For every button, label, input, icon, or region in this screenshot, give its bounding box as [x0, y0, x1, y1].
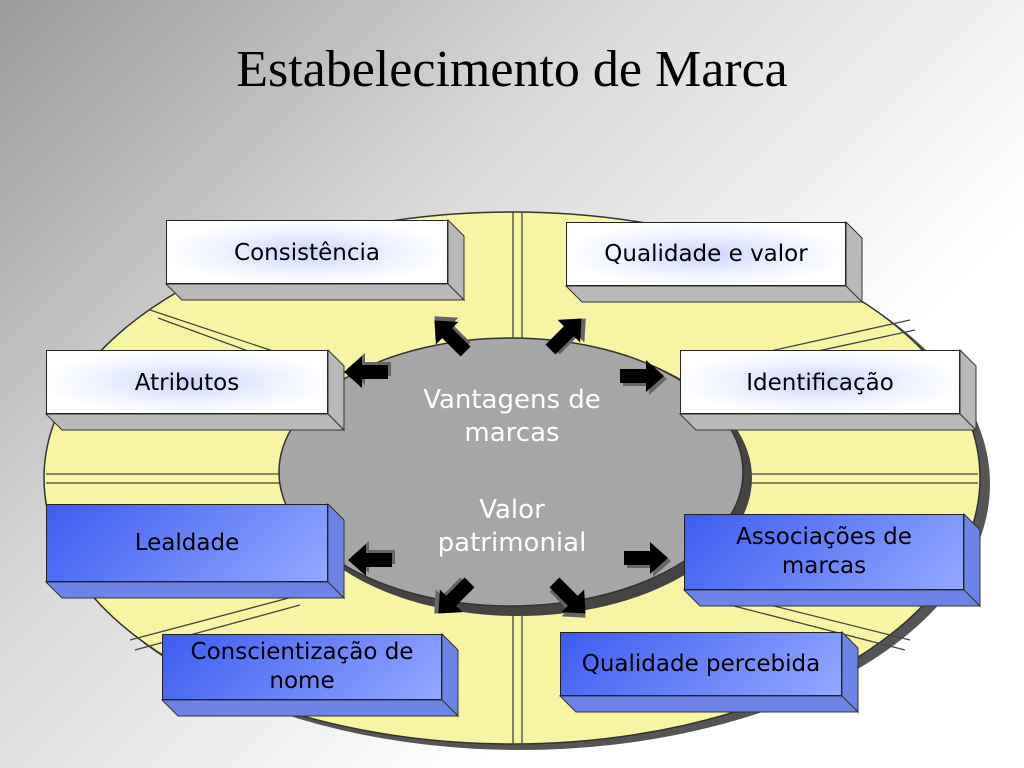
center-line-4: patrimonial	[437, 527, 587, 558]
slide-title: Estabelecimento de Marca	[236, 41, 788, 98]
box-associacoes: Associações de marcas	[684, 514, 964, 590]
box-qualidade-valor: Qualidade e valor	[566, 222, 846, 286]
center-label-advantages: Vantagens de marcas	[362, 384, 662, 449]
box-conscientizacao-line-1: Conscientização de	[190, 639, 414, 666]
box-consistencia: Consistência	[166, 220, 448, 284]
box-qualidade-valor-label: Qualidade e valor	[604, 240, 808, 267]
box-identificacao: Identificação	[680, 350, 960, 414]
box-atributos-label: Atributos	[134, 370, 240, 396]
center-line-1: Vantagens de	[423, 385, 601, 415]
center-line-2: marcas	[464, 417, 560, 448]
box-qualidade-percebida: Qualidade percebida	[560, 632, 842, 696]
box-lealdade-label: Lealdade	[134, 530, 240, 556]
box-associacoes-label: Associações de marcas	[736, 523, 912, 581]
box-consistencia-label: Consistência	[234, 240, 380, 266]
box-depth-faces	[44, 218, 982, 718]
box-lealdade: Lealdade	[46, 504, 328, 582]
center-line-3: Valor	[479, 495, 545, 525]
inner-ellipse	[278, 337, 744, 607]
box-conscientizacao: Conscientização de nome	[162, 634, 442, 700]
box-identificacao-label: Identificação	[746, 370, 894, 396]
box-qualidade-percebida-label: Qualidade percebida	[581, 650, 821, 677]
box-conscientizacao-line-2: nome	[269, 668, 335, 694]
box-conscientizacao-label: Conscientização de nome	[191, 638, 414, 696]
box-atributos: Atributos	[46, 350, 328, 414]
box-associacoes-line-1: Associações de	[736, 524, 912, 551]
center-label-equity: Valor patrimonial	[362, 494, 662, 559]
box-associacoes-line-2: marcas	[781, 553, 867, 579]
